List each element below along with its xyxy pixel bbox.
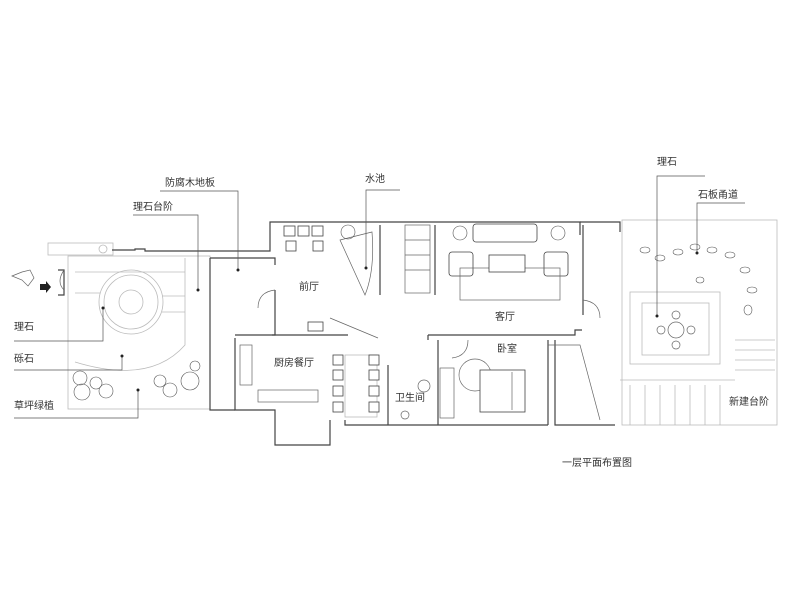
front-garden: [11, 242, 211, 410]
foyer-furniture: [283, 224, 379, 339]
garden-plants: [72, 360, 201, 401]
label-foyer: 前厅: [299, 280, 319, 293]
label-bathroom: 卫生间: [395, 391, 425, 404]
stepping-stones: [639, 243, 758, 316]
label-gravel: 砾石: [14, 352, 34, 365]
label-pool: 水池: [365, 172, 385, 185]
label-marble-right: 理石: [657, 156, 677, 168]
building-walls: [112, 221, 621, 446]
labels: 防腐木地板 理石台阶 水池 理石 石板甬道 前厅 客厅 卧室 厨房餐厅 卫生间 …: [14, 156, 769, 469]
label-bedroom: 卧室: [497, 342, 517, 355]
living-room-furniture: [448, 223, 569, 301]
label-marble-steps: 理石台阶: [133, 200, 173, 213]
drawing-title: 一层平面布置图: [562, 457, 632, 469]
label-kitchen-dining: 厨房餐厅: [274, 356, 314, 369]
label-living-room: 客厅: [495, 310, 515, 323]
label-stone-path: 石板甬道: [698, 188, 738, 201]
leader-lines: [14, 175, 745, 419]
entry-arrow-icon: [11, 269, 51, 293]
bedroom-furniture: [400, 358, 526, 420]
label-lawn-plants: 草坪绿植: [14, 399, 54, 412]
label-new-steps: 新建台阶: [729, 395, 769, 408]
kitchen-dining-furniture: [239, 344, 380, 418]
label-marble-left: 理石: [14, 321, 34, 333]
label-wood-deck: 防腐木地板: [165, 176, 215, 189]
rear-garden: [620, 219, 778, 426]
